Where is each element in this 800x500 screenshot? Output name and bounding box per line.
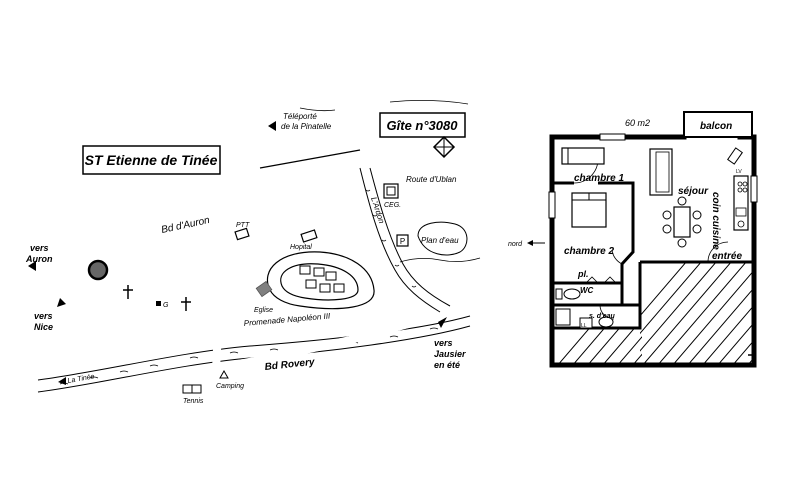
direction-arrow-icon: [58, 377, 66, 385]
ceg-label: CEG.: [384, 202, 401, 209]
church-cross-icon: [181, 297, 191, 311]
parking-sign-icon: [396, 234, 409, 247]
lv-label: LV: [736, 169, 742, 175]
town-title-box: [82, 145, 221, 175]
vers-nice-label-2: Nice: [34, 322, 53, 332]
teleporte-label-2: de la Pinatelle: [281, 122, 332, 131]
la-tinee-label: La Tinée: [67, 373, 95, 385]
vers-jausier-label-2: Jausier: [434, 349, 466, 359]
eglise-building: [255, 280, 273, 298]
route-ublan-label: Route d'Ublan: [406, 175, 457, 184]
bed-single: [561, 147, 605, 165]
ptt-label: PTT: [236, 222, 250, 229]
floor-plan: LV 60 m2 balcon chambre 1 séjour coin cu…: [508, 111, 758, 368]
town-blocks: [299, 265, 345, 293]
vers-jausier-label-3: en été: [434, 360, 460, 370]
plan-eau-label: Plan d'eau: [421, 236, 459, 245]
direction-arrow-icon: [28, 261, 36, 271]
area-label: 60 m2: [625, 118, 650, 128]
tennis-label: Tennis: [183, 398, 204, 405]
vers-auron-label-1: vers: [30, 243, 49, 253]
sofa: [649, 148, 673, 196]
hopital-label: Hopital: [290, 244, 312, 251]
plan-eau-pond: [417, 221, 468, 256]
direction-arrow-icon: [57, 298, 66, 307]
camping-label: Camping: [216, 383, 244, 390]
town-title: ST Etienne de Tinée: [85, 152, 218, 168]
ptt-building: [234, 227, 250, 241]
coin-cuisine-label: coin cuisine: [710, 192, 721, 250]
hopital-building: [300, 229, 318, 243]
sink: [598, 316, 614, 328]
wc-label: WC: [580, 286, 594, 295]
ll-label: LL: [581, 323, 587, 329]
direction-arrow-icon: [268, 121, 276, 131]
gite-box: [379, 112, 466, 138]
teleporte-label-1: Téléporté: [283, 112, 317, 121]
direction-arrow-icon: [438, 317, 447, 328]
chambre2-label: chambre 2: [564, 246, 614, 257]
bd-rovery-label: Bd Rovery: [264, 357, 315, 373]
pl-label: pl.: [577, 269, 589, 279]
eglise-label: Eglise: [254, 307, 273, 314]
sejour-label: séjour: [678, 186, 709, 197]
sdeau-label: s. d'eau: [589, 313, 616, 320]
nord-label: nord: [508, 241, 523, 248]
g-label: G: [163, 302, 169, 309]
chambre1-label: chambre 1: [574, 173, 624, 184]
ceg-building: [383, 183, 399, 199]
vers-auron-label-2: Auron: [25, 254, 53, 264]
balcony: [683, 111, 753, 138]
g-marker: [156, 301, 161, 306]
kitchen-counter: [733, 175, 749, 231]
north-arrow-icon: [527, 240, 533, 246]
entree-label: entrée: [712, 251, 742, 262]
compass-rose-icon: [432, 135, 456, 159]
toilet: [563, 288, 581, 300]
gite-label: Gîte n°3080: [387, 118, 459, 133]
roundabout-icon: [87, 259, 109, 281]
church-cross-icon: [123, 285, 133, 299]
balcon-label: balcon: [700, 121, 732, 132]
parking-label: P: [400, 237, 405, 246]
river-tinee: [37, 100, 481, 393]
vers-jausier-label-1: vers: [434, 338, 453, 348]
camping-tent-icon: [219, 369, 229, 379]
dining-table: [673, 206, 691, 238]
kitchen-appliance: [727, 147, 743, 165]
washing-machine: [555, 308, 571, 326]
road-network: [46, 104, 474, 382]
vers-nice-label-1: vers: [34, 311, 53, 321]
tennis-court-icon: [182, 384, 202, 394]
